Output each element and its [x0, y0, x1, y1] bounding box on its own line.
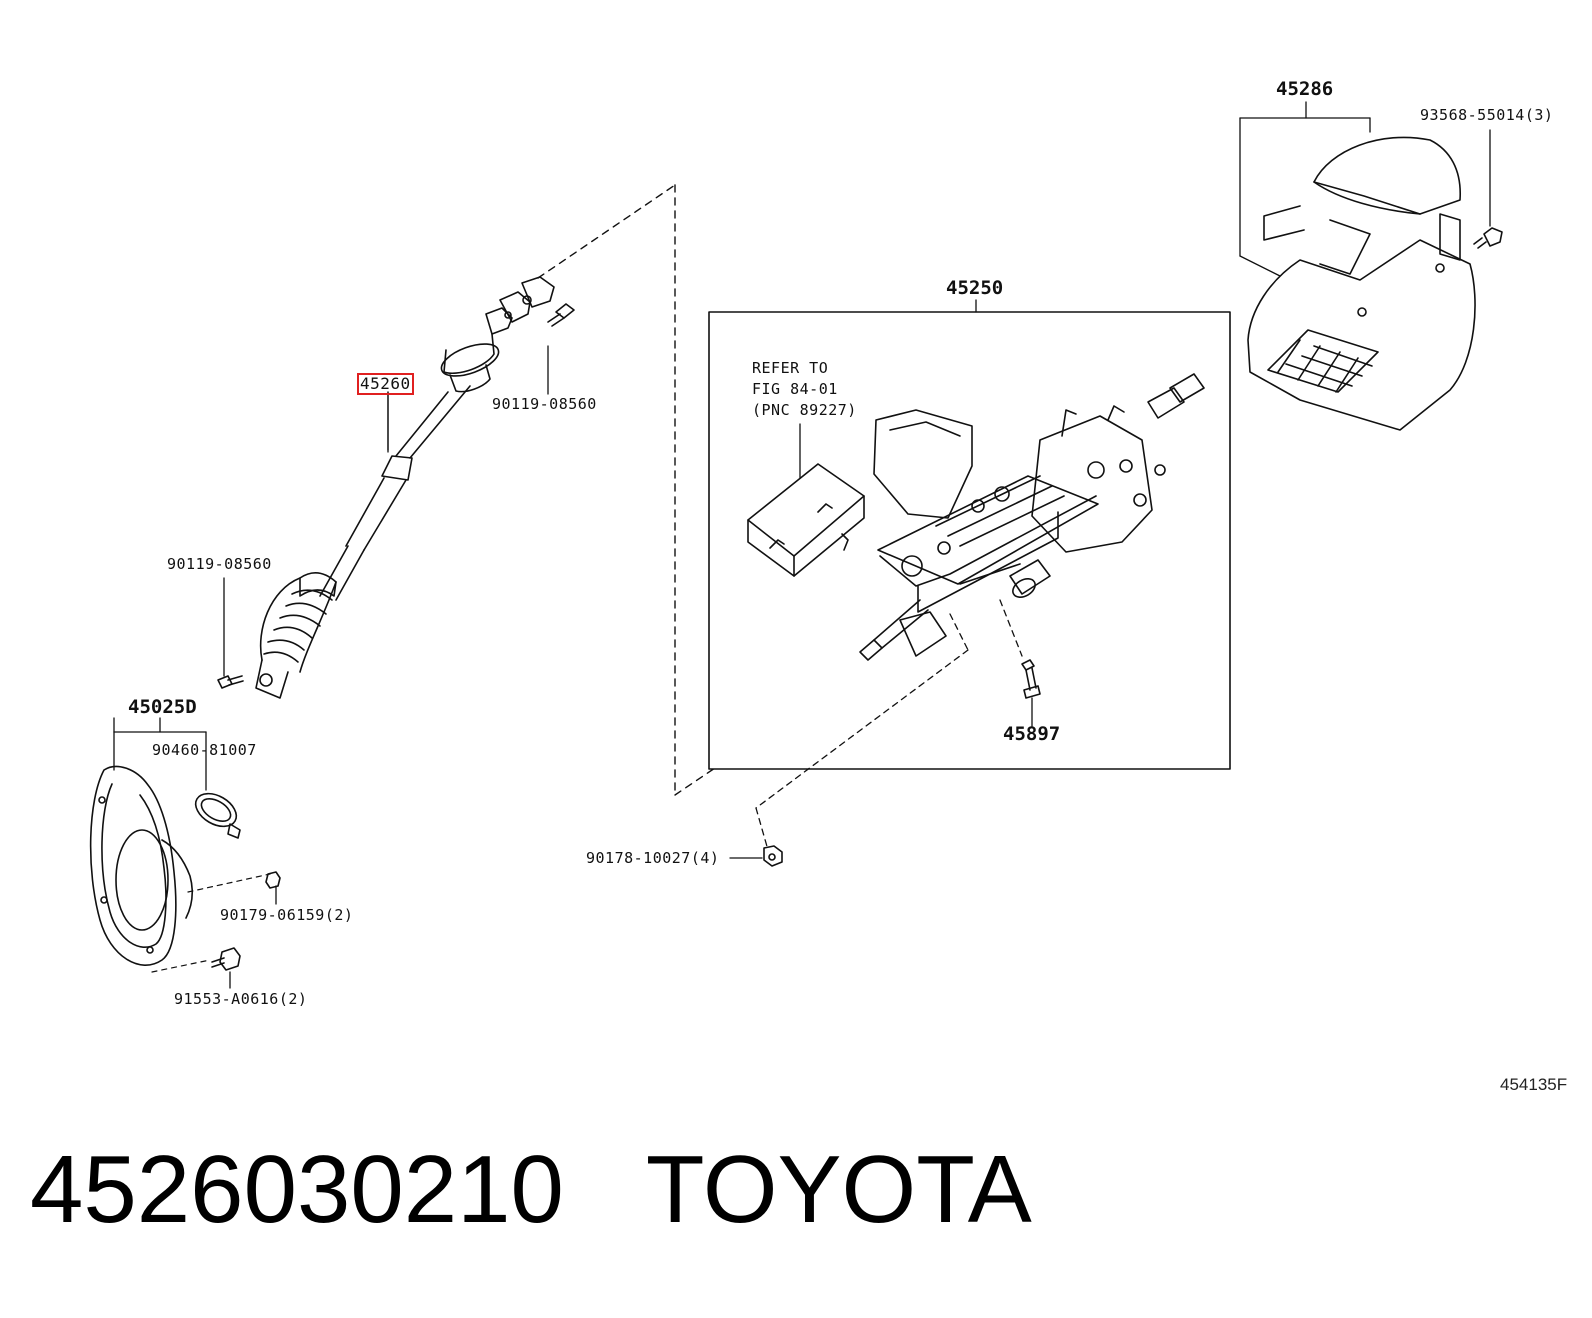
callout-45025d: 45025D — [128, 696, 197, 718]
callout-90119-08560-upper: 90119-08560 — [492, 395, 597, 413]
dashed-leaders-column — [755, 599, 1023, 851]
callout-90178-10027: 90178-10027(4) — [586, 849, 720, 867]
grommet-plate-45025d — [89, 765, 241, 966]
bolt-45897 — [1021, 659, 1041, 727]
part-number: 4526030210 — [30, 1136, 564, 1243]
refer-note: REFER TO FIG 84-01 (PNC 89227) — [752, 358, 857, 421]
dashed-boundary — [537, 184, 716, 796]
refer-line-2: FIG 84-01 — [752, 380, 838, 398]
steering-column-45250 — [859, 373, 1205, 661]
callout-45286: 45286 — [1276, 78, 1334, 100]
nut-90178 — [729, 845, 783, 867]
callout-90179-06159: 90179-06159(2) — [220, 906, 354, 924]
refer-line-3: (PNC 89227) — [752, 401, 857, 419]
column-cover-45286 — [1247, 136, 1476, 431]
dashed-leaders-lower — [151, 873, 271, 973]
bolt-90119-upper — [547, 303, 575, 395]
callout-45260-highlighted: 45260 — [357, 373, 414, 395]
bolt-90119-left — [217, 577, 244, 689]
callout-90119-08560-left: 90119-08560 — [167, 555, 272, 573]
refer-line-1: REFER TO — [752, 359, 829, 377]
intermediate-shaft-45260 — [255, 276, 555, 699]
callout-45897: 45897 — [1003, 723, 1061, 745]
callout-90460-81007: 90460-81007 — [152, 741, 257, 759]
callout-91553-a0616: 91553-A0616(2) — [174, 990, 308, 1008]
bolt-91553 — [211, 947, 241, 989]
control-module-89227 — [747, 423, 865, 577]
callout-93568-55014: 93568-55014(3) — [1420, 106, 1554, 124]
nut-90179 — [265, 871, 281, 905]
brand-name: TOYOTA — [645, 1136, 1032, 1243]
column-assembly-box — [708, 311, 1231, 770]
figure-code: 454135F — [1500, 1075, 1568, 1094]
screw-93568 — [1473, 129, 1503, 249]
callout-45250: 45250 — [946, 277, 1004, 299]
